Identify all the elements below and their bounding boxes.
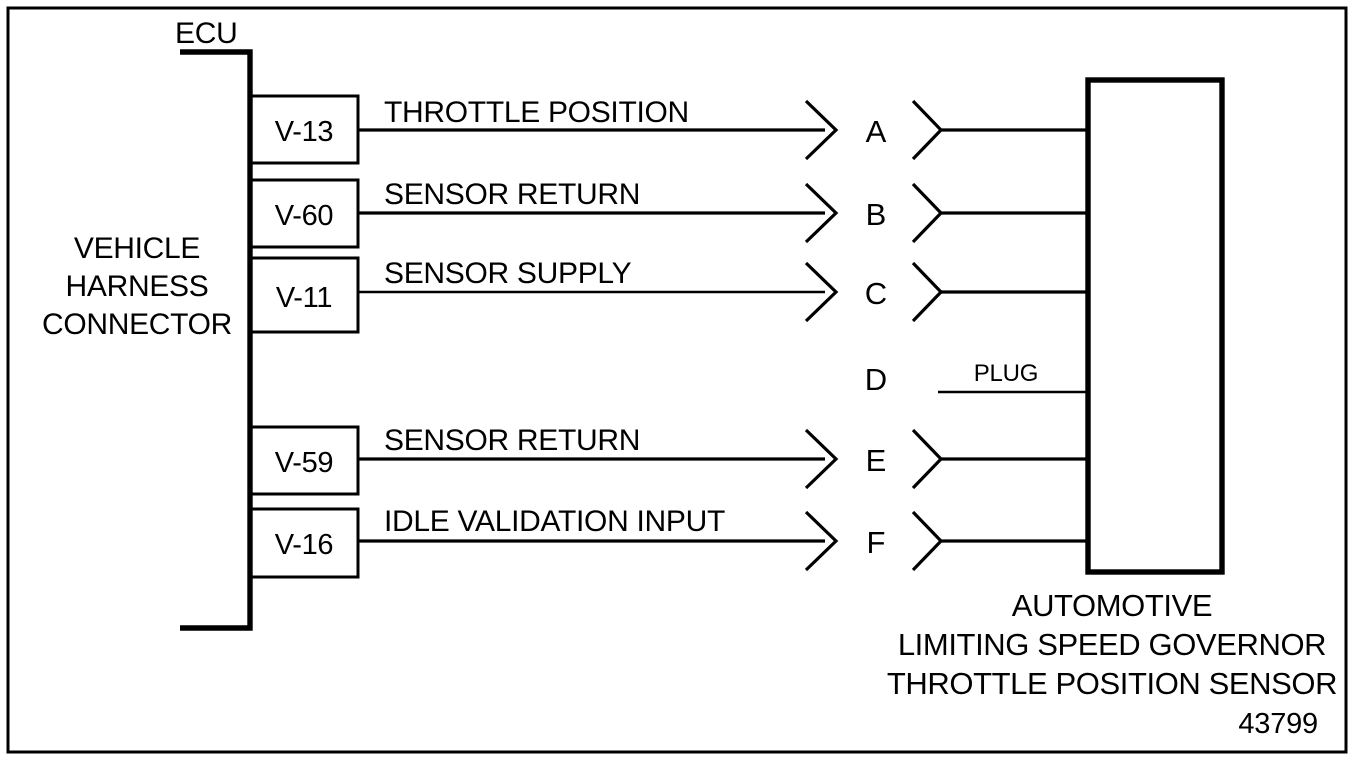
connector-male-a bbox=[804, 99, 839, 161]
connector-male-f bbox=[804, 510, 839, 572]
circuit-row-e: V-59 SENSOR RETURN E bbox=[249, 424, 1088, 496]
connector-female-c bbox=[911, 261, 944, 323]
terminal-label-v11: V-11 bbox=[276, 282, 332, 314]
signal-label-idle-validation-input: IDLE VALIDATION INPUT bbox=[384, 505, 725, 538]
caption-line-2: LIMITING SPEED GOVERNOR bbox=[898, 627, 1326, 662]
harness-label-line-2: HARNESS bbox=[66, 270, 209, 303]
harness-label-line-3: CONNECTOR bbox=[42, 308, 232, 341]
ecu-bracket bbox=[180, 49, 253, 631]
terminal-label-v59: V-59 bbox=[275, 447, 333, 479]
pin-letter-d: D bbox=[865, 362, 887, 397]
circuit-row-b: V-60 SENSOR RETURN B bbox=[249, 178, 1088, 249]
signal-label-throttle-position: THROTTLE POSITION bbox=[384, 96, 689, 129]
connector-female-b bbox=[911, 182, 944, 244]
connector-male-b bbox=[804, 182, 839, 244]
pin-letter-b: B bbox=[866, 197, 887, 232]
vehicle-harness-connector-label: VEHICLE HARNESS CONNECTOR bbox=[42, 232, 232, 341]
pin-letter-a: A bbox=[866, 114, 887, 149]
connector-female-e bbox=[911, 428, 944, 490]
pin-letter-c: C bbox=[865, 276, 887, 311]
ecu-label: ECU bbox=[175, 17, 237, 50]
sensor-body-box bbox=[1085, 77, 1225, 575]
pin-letter-f: F bbox=[867, 525, 886, 560]
terminal-label-v16: V-16 bbox=[275, 529, 333, 561]
circuit-row-a: V-13 THROTTLE POSITION A bbox=[249, 94, 1088, 165]
figure-number: 43799 bbox=[1238, 708, 1318, 740]
caption-line-3: THROTTLE POSITION SENSOR bbox=[887, 666, 1337, 701]
page-border bbox=[6, 6, 1348, 754]
connector-female-f bbox=[911, 510, 944, 572]
terminal-label-v60: V-60 bbox=[275, 200, 333, 232]
connector-male-e bbox=[804, 428, 839, 490]
caption-line-1: AUTOMOTIVE bbox=[1012, 588, 1212, 623]
connector-female-a bbox=[911, 99, 944, 161]
harness-label-line-1: VEHICLE bbox=[74, 232, 200, 265]
signal-label-sensor-return-b: SENSOR RETURN bbox=[384, 178, 640, 211]
signal-label-plug: PLUG bbox=[974, 360, 1039, 387]
terminal-label-v13: V-13 bbox=[275, 116, 333, 148]
terminal-box-v16 bbox=[249, 507, 360, 579]
circuit-row-c: V-11 SENSOR SUPPLY C bbox=[249, 256, 1088, 334]
signal-label-sensor-return-e: SENSOR RETURN bbox=[384, 424, 640, 457]
figure-caption: AUTOMOTIVE LIMITING SPEED GOVERNOR THROT… bbox=[887, 588, 1338, 701]
circuit-row-d: D PLUG bbox=[865, 360, 1088, 397]
signal-label-sensor-supply: SENSOR SUPPLY bbox=[384, 257, 632, 290]
connector-male-c bbox=[804, 261, 839, 323]
circuit-row-f: V-16 IDLE VALIDATION INPUT F bbox=[249, 505, 1088, 579]
terminal-box-v11 bbox=[249, 256, 360, 334]
pin-letter-e: E bbox=[866, 443, 887, 478]
